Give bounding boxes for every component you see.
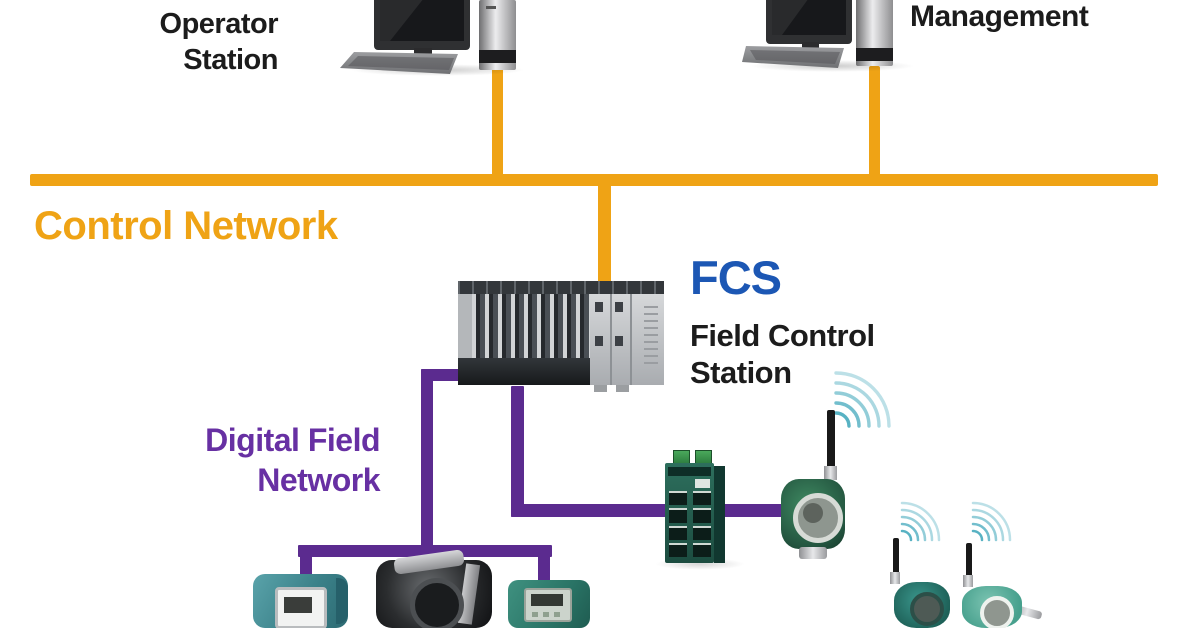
switch-gateway-link <box>723 504 783 517</box>
gateway-antenna-base <box>824 466 837 480</box>
rack-cpu-modules <box>590 294 664 385</box>
transmitter-face <box>410 578 464 628</box>
dfn-line2: Network <box>257 462 380 498</box>
transmitter-antenna <box>893 538 899 576</box>
fcs-full-label: Field Control Station <box>690 317 920 391</box>
pressure-transmitter-icon <box>253 574 348 628</box>
control-network-drop-fcs <box>598 184 611 283</box>
desktop-computer-icon <box>340 0 516 74</box>
switch-ports <box>669 491 711 557</box>
fcs-full-line2: Station <box>690 355 792 390</box>
transmitter-display <box>284 597 312 613</box>
field-network-switch-link <box>511 504 667 517</box>
operator-station-line2: Station <box>183 44 278 76</box>
gateway-antenna <box>827 410 835 468</box>
field-network-bus <box>298 545 552 557</box>
field-network-trunk <box>421 369 433 581</box>
switch-front <box>665 463 714 563</box>
gateway-face-core <box>803 503 823 523</box>
rack-io-cards <box>458 294 604 358</box>
gateway-face-ring <box>793 493 843 543</box>
management-label: Management <box>910 0 1089 33</box>
wireless-transmitter-icon <box>781 479 845 549</box>
operator-station-label: Operator Station <box>100 6 279 78</box>
wifi-signal-icon <box>834 371 891 428</box>
transmitter-lcd <box>524 588 572 622</box>
rack-foot <box>616 385 629 392</box>
transmitter-face <box>910 592 944 626</box>
rack-base <box>458 358 590 385</box>
desktop-computer-icon <box>742 0 893 68</box>
dfn-line1: Digital Field <box>205 422 380 458</box>
fcs-full-line1: Field Control <box>690 318 875 353</box>
wireless-transmitter-icon <box>962 586 1022 628</box>
wireless-transmitter-icon <box>894 582 950 628</box>
transmitter-antenna-base <box>890 572 900 584</box>
control-network-bus <box>30 174 1158 186</box>
rack-foot <box>594 385 607 392</box>
transmitter-antenna <box>966 543 972 579</box>
control-network-drop-operator <box>492 64 503 176</box>
rack-top-rail <box>458 281 664 294</box>
fcs-abbr-label: FCS <box>690 251 782 304</box>
field-network-switch-riser <box>511 386 524 517</box>
control-network-label: Control Network <box>34 204 338 248</box>
transmitter-antenna-base <box>963 575 973 587</box>
pressure-transmitter-icon <box>508 580 590 628</box>
controller-rack-icon <box>458 281 664 392</box>
pressure-transmitter-icon <box>376 549 492 628</box>
gateway-neck <box>799 547 827 559</box>
digital-field-network-label: Digital Field Network <box>166 420 380 500</box>
control-network-drop-management <box>869 66 880 176</box>
transmitter-display <box>531 594 563 606</box>
operator-station-line1: Operator <box>159 8 279 40</box>
wifi-signal-icon <box>900 501 941 542</box>
transmitter-face <box>980 596 1014 628</box>
wifi-signal-icon <box>971 501 1012 542</box>
transmitter-lcd <box>275 587 327 628</box>
switch-side <box>714 466 725 563</box>
din-rail-switch-icon <box>664 450 726 564</box>
